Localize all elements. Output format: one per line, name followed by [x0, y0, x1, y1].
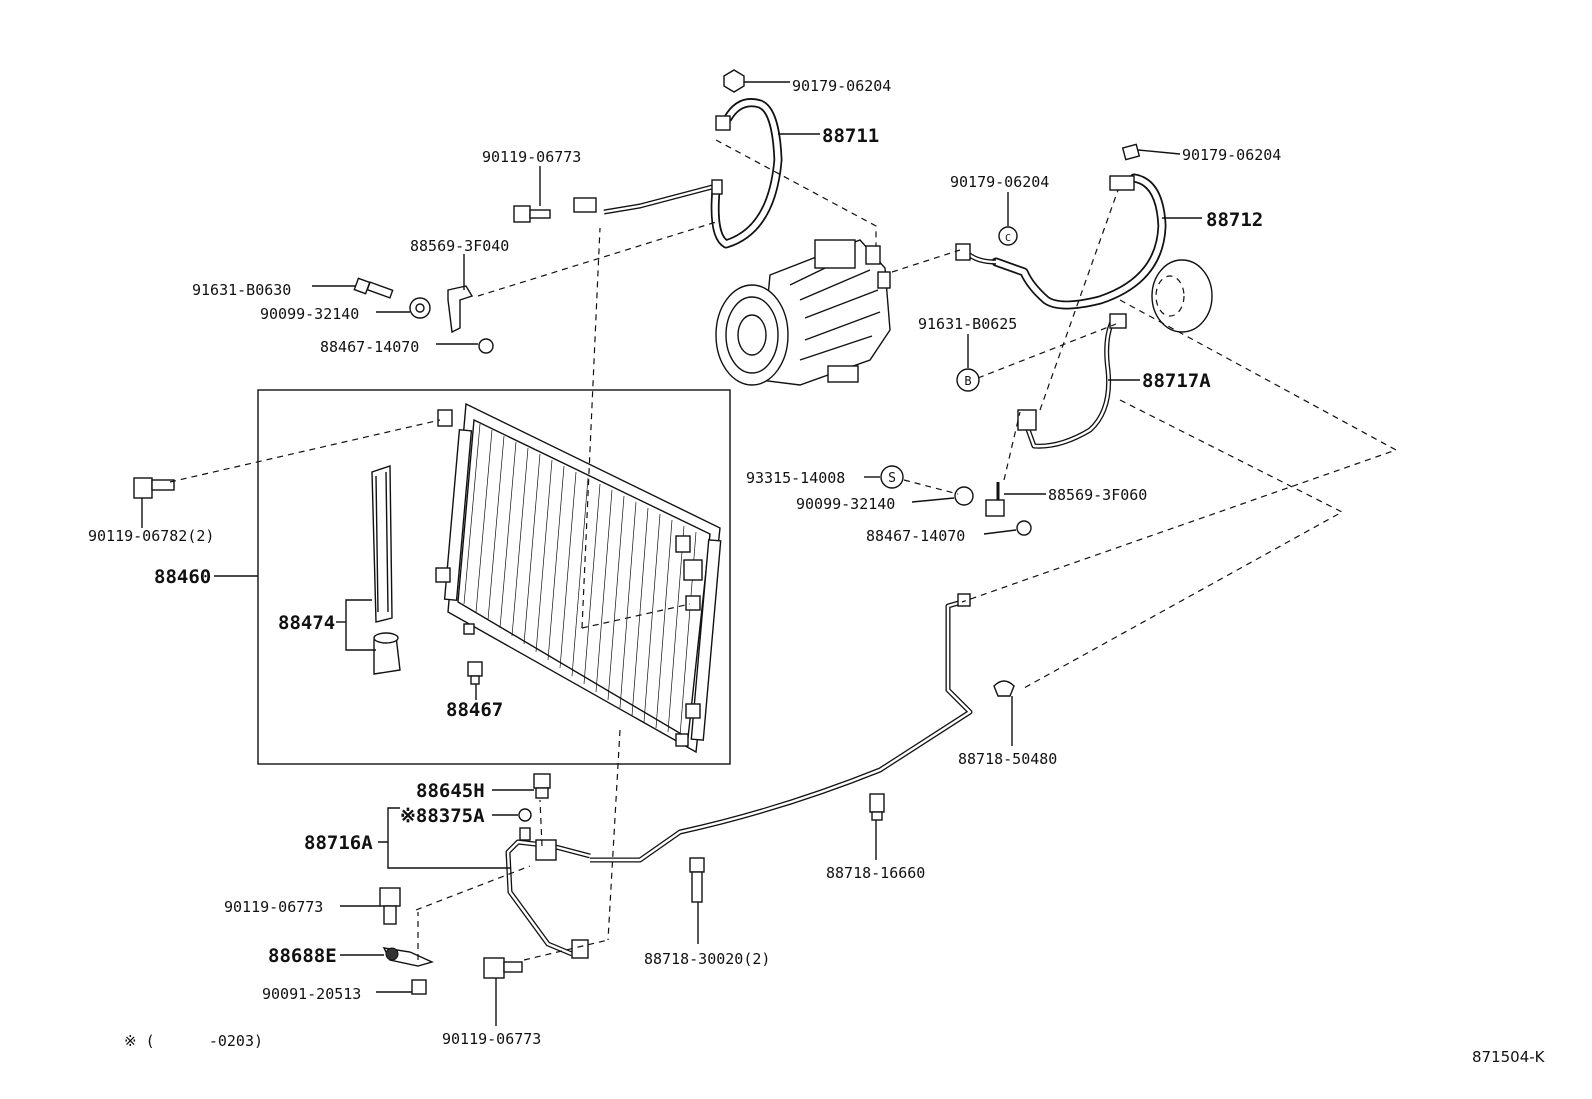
label-90119-06782: 90119-06782(2)	[88, 527, 214, 545]
condenser-assembly-box	[257, 389, 731, 765]
label-88375A: ※88375A	[400, 805, 485, 827]
label-88716A: 88716A	[304, 832, 373, 854]
label-88460: 88460	[154, 566, 211, 588]
label-88711: 88711	[822, 125, 879, 147]
label-90119-06773-top: 90119-06773	[482, 148, 581, 166]
label-88718-30020: 88718-30020(2)	[644, 950, 770, 968]
label-91631-B0630: 91631-B0630	[192, 281, 291, 299]
dashed-assembly-lines	[169, 139, 1398, 961]
hose-88712	[955, 173, 1167, 310]
label-90099-32140-right: 90099-32140	[796, 495, 895, 513]
label-90179-06204-top: 90179-06204	[792, 77, 891, 95]
compressor-pulley	[1151, 259, 1213, 333]
condenser-core	[435, 402, 722, 754]
condenser-plug	[467, 661, 483, 685]
svg-text:S: S	[888, 471, 896, 486]
label-88718-16660: 88718-16660	[826, 864, 925, 882]
label-88645H: 88645H	[416, 780, 485, 802]
label-88717A: 88717A	[1142, 370, 1211, 392]
label-90119-06773-bottom: 90119-06773	[442, 1030, 541, 1048]
svg-text:B: B	[964, 374, 971, 388]
marker-b: B	[956, 368, 980, 392]
diagram-code: 871504-K	[1472, 1048, 1546, 1066]
hardware-parts: C	[133, 69, 1141, 995]
svg-text:C: C	[1005, 233, 1011, 244]
label-88467-14070-right: 88467-14070	[866, 527, 965, 545]
tube-88716A	[505, 827, 591, 959]
label-90119-06773-bl: 90119-06773	[224, 898, 323, 916]
label-90179-06204-right: 90179-06204	[1182, 146, 1281, 164]
label-93315-14008: 93315-14008	[746, 469, 845, 487]
label-90091-20513: 90091-20513	[262, 985, 361, 1003]
label-88712: 88712	[1206, 209, 1263, 231]
hose-88711	[573, 98, 783, 249]
label-88688E: 88688E	[268, 945, 337, 967]
label-90099-32140-left: 90099-32140	[260, 305, 359, 323]
leader-lines	[141, 81, 1202, 1026]
ac-compressor	[715, 239, 891, 386]
label-88467: 88467	[446, 699, 503, 721]
label-88718-50480: 88718-50480	[958, 750, 1057, 768]
label-90179-06204-mid: 90179-06204	[950, 173, 1049, 191]
label-88474: 88474	[278, 612, 335, 634]
receiver-dryer	[371, 465, 401, 675]
label-88467-14070-left: 88467-14070	[320, 338, 419, 356]
label-88569-3F040: 88569-3F040	[410, 237, 509, 255]
liquid-tube	[590, 593, 973, 863]
label-91631-B0625: 91631-B0625	[918, 315, 1017, 333]
label-88569-3F060: 88569-3F060	[1048, 486, 1147, 504]
marker-s: S	[880, 465, 904, 489]
footnote: ※ ( -0203)	[124, 1032, 263, 1050]
